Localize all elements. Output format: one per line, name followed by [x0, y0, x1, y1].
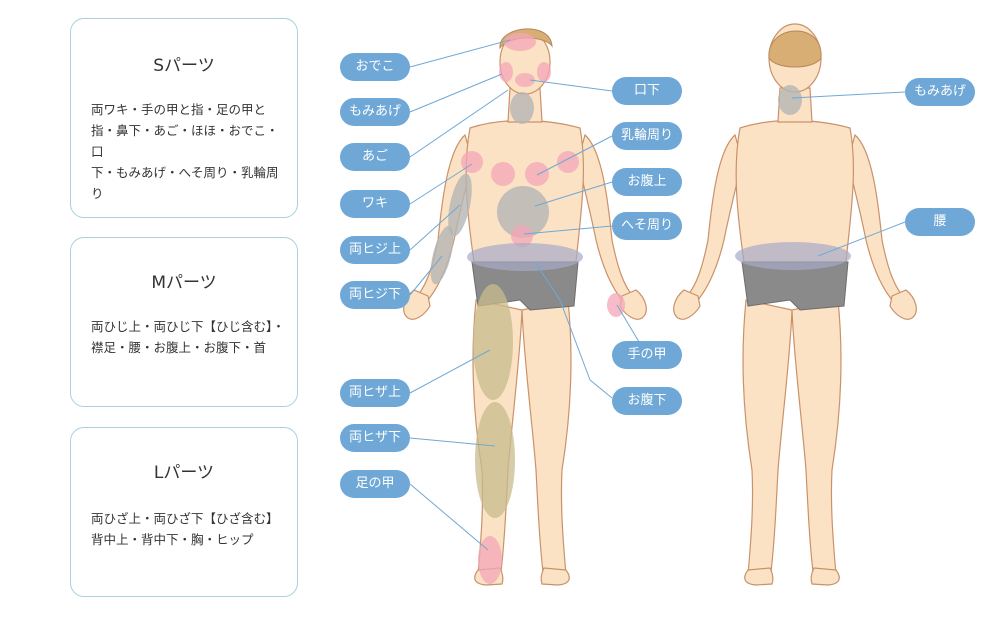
- label-chin: あご: [340, 143, 410, 171]
- label-navel: へそ周り: [612, 212, 682, 240]
- label-shin: 両ヒザ下: [340, 424, 410, 452]
- back-zones: [735, 85, 851, 270]
- label-waist: 腰: [905, 208, 975, 236]
- label-sideburns: もみあげ: [340, 98, 410, 126]
- label-under-lip: 口下: [612, 77, 682, 105]
- label-lower-arm: 両ヒジ下: [340, 281, 410, 309]
- label-back-sideburns: もみあげ: [905, 78, 975, 106]
- label-foot-top: 足の甲: [340, 470, 410, 498]
- s-parts-description: 両ワキ・手の甲と指・足の甲と 指・鼻下・あご・ほほ・おでこ・口 下・もみあげ・へ…: [91, 102, 279, 201]
- s-parts-card: Sパーツ 両ワキ・手の甲と指・足の甲と 指・鼻下・あご・ほほ・おでこ・口 下・も…: [70, 18, 298, 218]
- front-zones: [430, 33, 625, 584]
- m-parts-card: Mパーツ 両ひじ上・両ひじ下【ひじ含む】・ 襟足・腰・お腹上・お腹下・首: [70, 237, 298, 407]
- s-parts-title: Sパーツ: [153, 56, 215, 76]
- back-hair: [768, 30, 822, 68]
- label-lower-belly: お腹下: [612, 387, 682, 415]
- label-areola: 乳輪周り: [612, 122, 682, 150]
- l-parts-description: 両ひざ上・両ひざ下【ひざ含む】 背中上・背中下・胸・ヒップ: [91, 511, 279, 547]
- m-parts-title: Mパーツ: [151, 273, 217, 293]
- label-upper-arm: 両ヒジ上: [340, 236, 410, 264]
- l-parts-card: Lパーツ 両ひざ上・両ひざ下【ひざ含む】 背中上・背中下・胸・ヒップ: [70, 427, 298, 597]
- label-hand-back: 手の甲: [612, 341, 682, 369]
- m-parts-description: 両ひじ上・両ひじ下【ひじ含む】・ 襟足・腰・お腹上・お腹下・首: [91, 319, 285, 355]
- label-thigh: 両ヒザ上: [340, 379, 410, 407]
- label-armpit: ワキ: [340, 190, 410, 218]
- label-forehead: おでこ: [340, 53, 410, 81]
- back-shorts: [741, 261, 849, 311]
- label-upper-belly: お腹上: [612, 168, 682, 196]
- leader-lines: [409, 39, 906, 551]
- l-parts-title: Lパーツ: [153, 463, 215, 483]
